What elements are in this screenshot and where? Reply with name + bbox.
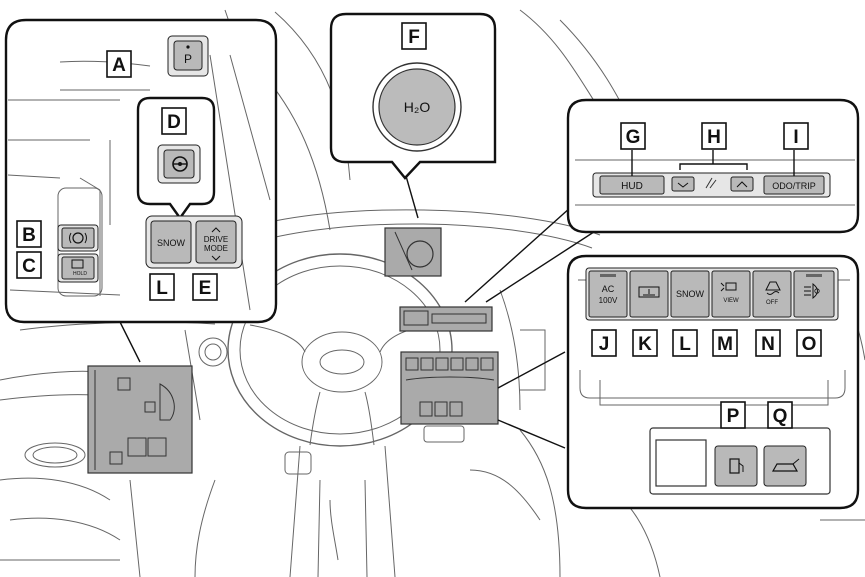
snow-button-label-left: SNOW — [157, 238, 186, 248]
highlight-center-switches — [400, 351, 499, 425]
heater-icon — [638, 286, 660, 298]
trunk-opener-icon — [771, 458, 800, 472]
label-text-c: C — [22, 256, 36, 277]
button-row-j-o — [588, 270, 835, 318]
drive-mode-label-1: DRIVE — [204, 235, 228, 244]
label-i: I — [783, 122, 809, 150]
label-m: M — [712, 329, 738, 357]
label-a: A — [106, 50, 132, 78]
label-text-n: N — [761, 334, 775, 355]
label-text-m: M — [717, 334, 733, 355]
panel-hud-switches: HUD ODO/TRIP — [566, 98, 860, 234]
off-button-label: OFF — [766, 300, 778, 306]
highlight-h2o-area — [384, 227, 442, 277]
label-h: H — [701, 122, 727, 150]
label-text-i: I — [793, 127, 798, 148]
label-text-a: A — [112, 55, 126, 76]
label-text-l: L — [156, 278, 168, 299]
steering-wheel-icon — [172, 156, 188, 172]
auto-high-beam-icon — [804, 282, 820, 300]
vsc-off-icon — [765, 281, 781, 295]
label-e: E — [192, 273, 218, 301]
panel-h2o: H₂O — [329, 12, 497, 180]
label-g: G — [620, 122, 646, 150]
label-text-d: D — [167, 112, 181, 133]
highlight-hud-area — [399, 306, 493, 332]
label-p: P — [720, 401, 746, 429]
view-button-label: VIEW — [723, 298, 739, 304]
label-text-q: Q — [773, 406, 788, 427]
label-j: J — [591, 329, 617, 357]
highlight-console-area — [87, 365, 193, 474]
odo-trip-button-label: ODO/TRIP — [772, 181, 816, 191]
h2o-button-label: H₂O — [404, 99, 431, 115]
label-n: N — [755, 329, 781, 357]
park-button-label: P — [184, 52, 192, 66]
label-o: O — [796, 329, 822, 357]
label-text-f: F — [408, 27, 420, 48]
drive-mode-label-2: MODE — [204, 244, 228, 253]
camera-view-icon — [720, 282, 737, 292]
label-b: B — [16, 220, 42, 248]
label-text-k: K — [638, 334, 652, 355]
hud-button-label: HUD — [621, 181, 643, 192]
label-text-l2: L — [679, 334, 691, 355]
panel-center-switches: AC 100V SNOW VIEW OFF — [566, 254, 860, 510]
label-k: K — [632, 329, 658, 357]
label-text-p: P — [727, 406, 740, 427]
label-f: F — [401, 22, 427, 50]
label-d: D — [161, 107, 187, 135]
ac-label-1: AC — [602, 284, 615, 294]
label-text-g: G — [626, 127, 641, 148]
label-c: C — [16, 251, 42, 279]
label-text-j: J — [599, 334, 610, 355]
label-l2: L — [672, 329, 698, 357]
label-text-h: H — [707, 127, 721, 148]
snow-button-label-right: SNOW — [676, 289, 705, 299]
label-text-e: E — [199, 278, 212, 299]
brake-hold-icon — [71, 259, 84, 269]
parking-brake-icon — [69, 232, 87, 244]
callout-labels: A D BC L E F G H I J K L M N O P Q — [16, 22, 822, 429]
hold-button-label: HOLD — [73, 271, 87, 277]
panel-left-switches: P HOLD SNOW DRIVE MODE — [4, 18, 278, 324]
ac-label-2: 100V — [599, 296, 618, 305]
label-text-o: O — [802, 334, 817, 355]
eco-indicator-icon — [705, 177, 717, 189]
fuel-door-icon — [729, 458, 744, 474]
label-l: L — [149, 273, 175, 301]
label-text-b: B — [22, 225, 36, 246]
label-q: Q — [767, 401, 793, 429]
